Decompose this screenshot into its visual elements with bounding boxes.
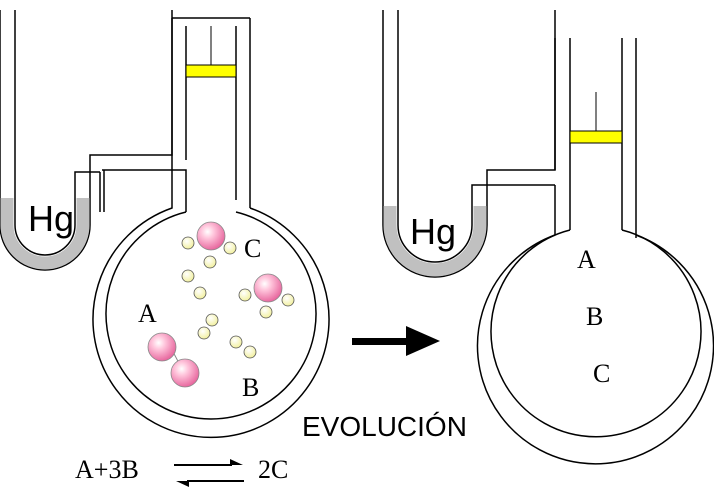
equilibrium-arrows-icon bbox=[174, 459, 244, 487]
left-piston bbox=[185, 64, 237, 78]
left-mercury bbox=[0, 198, 90, 270]
right-u-tube-outer bbox=[382, 10, 556, 278]
molecule-c-1 bbox=[181, 221, 237, 269]
left-flask-outer bbox=[92, 170, 330, 439]
left-u-tube-inner bbox=[14, 10, 100, 256]
atom-b bbox=[243, 345, 257, 359]
reaction-equation: A+3B 2C bbox=[75, 455, 288, 487]
right-flask-inner bbox=[490, 229, 702, 438]
right-apparatus: Hg A B C bbox=[382, 10, 714, 465]
atom-b bbox=[205, 313, 219, 327]
right-label-a: A bbox=[577, 245, 596, 274]
left-label-a: A bbox=[138, 299, 157, 328]
atom-b bbox=[229, 335, 243, 349]
reaction-reactants: A+3B bbox=[75, 455, 139, 484]
right-piston bbox=[569, 130, 623, 144]
molecule-a bbox=[147, 332, 200, 388]
evolution-arrow-icon bbox=[352, 326, 440, 356]
atom-b bbox=[197, 326, 211, 340]
right-label-c: C bbox=[593, 359, 610, 388]
molecule-c-2 bbox=[238, 273, 295, 319]
left-side-arm-top bbox=[102, 169, 187, 212]
reaction-products: 2C bbox=[258, 455, 288, 484]
left-u-tube-outer bbox=[0, 10, 173, 271]
left-flask-inner bbox=[105, 211, 317, 420]
left-mercury-label: Hg bbox=[28, 198, 74, 239]
process-label: EVOLUCIÓN bbox=[302, 411, 467, 442]
right-mercury bbox=[383, 206, 487, 277]
left-label-b: B bbox=[242, 373, 259, 402]
atom-b bbox=[181, 269, 195, 283]
right-u-tube-inner bbox=[397, 10, 555, 263]
right-mercury-label: Hg bbox=[410, 211, 456, 252]
atom-b bbox=[193, 286, 207, 300]
left-label-c: C bbox=[244, 234, 261, 263]
right-label-b: B bbox=[586, 302, 603, 331]
left-apparatus: Hg A B C bbox=[0, 10, 330, 439]
right-flask-outer bbox=[476, 234, 714, 465]
